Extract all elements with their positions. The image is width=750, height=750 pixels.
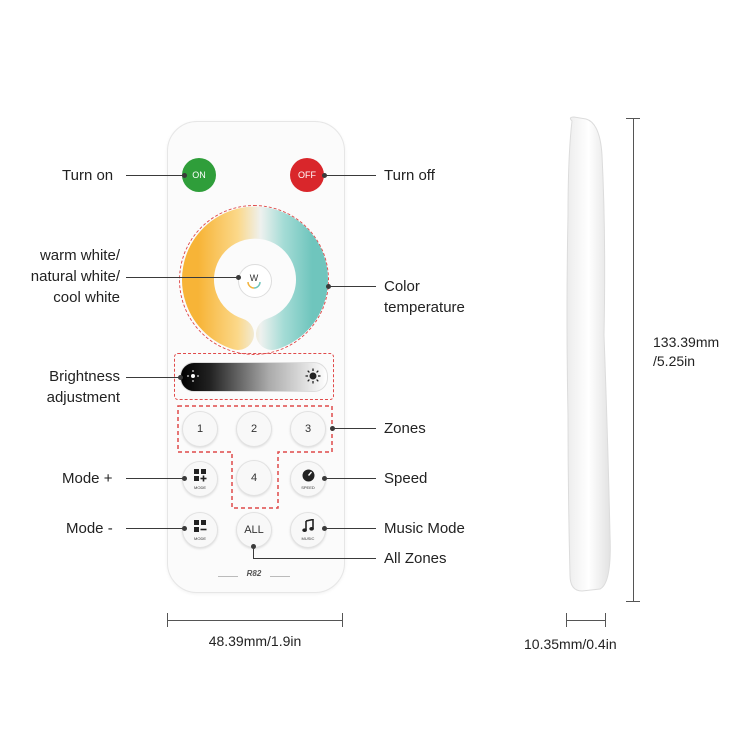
color-wheel-outline xyxy=(179,205,329,355)
tri-color-ring-icon xyxy=(247,281,261,289)
model-line-left xyxy=(218,576,238,577)
model-label: R82 xyxy=(246,569,262,578)
mode-plus-leader xyxy=(126,478,184,479)
mode-minus-icon xyxy=(194,520,207,532)
warm-leader xyxy=(126,277,238,278)
brightness-low-icon xyxy=(187,370,199,382)
mode-minus-dot xyxy=(182,526,187,531)
speed-sub: SPEED xyxy=(301,485,315,490)
zone-4-button[interactable]: 4 xyxy=(236,460,272,496)
thickness-line xyxy=(566,620,606,621)
brightness-dot xyxy=(178,375,183,380)
mode-plus-dot xyxy=(182,476,187,481)
model-line-right xyxy=(270,576,290,577)
turn-on-leader xyxy=(126,175,184,176)
color-temp-label-2: temperature xyxy=(384,299,465,316)
mode-minus-label: Mode - xyxy=(66,520,113,537)
all-zones-leader-h xyxy=(253,558,376,559)
off-button[interactable]: OFF xyxy=(290,158,324,192)
all-zones-leader-v xyxy=(253,546,254,558)
zones-outline xyxy=(177,405,333,509)
music-mode-button[interactable]: MUSIC xyxy=(290,512,326,548)
all-zones-button[interactable]: ALL xyxy=(236,512,272,548)
wheel-center-label: W xyxy=(249,273,259,283)
music-mode-label: Music Mode xyxy=(384,520,465,537)
zones-leader xyxy=(332,428,376,429)
height-line xyxy=(633,118,634,602)
on-button[interactable]: ON xyxy=(182,158,216,192)
turn-off-leader xyxy=(324,175,376,176)
brightness-leader xyxy=(126,377,180,378)
mode-minus-leader xyxy=(126,528,184,529)
brightness-outline xyxy=(174,353,334,400)
music-note-icon xyxy=(302,519,314,532)
warm-label-3: cool white xyxy=(53,289,120,306)
warm-label-1: warm white/ xyxy=(39,247,120,264)
mode-plus-button[interactable]: MODE xyxy=(182,461,218,497)
height-dimension-2: /5.25in xyxy=(653,353,696,369)
mode-plus-icon xyxy=(194,469,207,482)
warm-dot xyxy=(236,275,241,280)
brightness-label-2: adjustment xyxy=(46,389,120,406)
brightness-slider[interactable] xyxy=(180,362,328,392)
speed-label: Speed xyxy=(384,470,428,487)
speed-icon xyxy=(302,469,315,482)
mode-plus-sub: MODE xyxy=(194,485,206,490)
width-line xyxy=(167,620,343,621)
zone-3-button[interactable]: 3 xyxy=(290,411,326,447)
zone-1-button[interactable]: 1 xyxy=(182,411,218,447)
music-sub: MUSIC xyxy=(301,536,315,541)
wheel-center-button[interactable] xyxy=(238,264,272,298)
mode-minus-button[interactable]: MODE xyxy=(182,512,218,548)
music-mode-leader xyxy=(324,528,376,529)
width-dimension: 48.39mm/1.9in xyxy=(208,633,302,649)
brightness-label-1: Brightness xyxy=(49,368,120,385)
mode-plus-label: Mode + xyxy=(62,470,113,487)
warm-label-2: natural white/ xyxy=(30,268,120,285)
height-dimension-1: 133.39mm xyxy=(653,334,720,350)
speed-leader xyxy=(324,478,376,479)
turn-on-dot xyxy=(182,173,187,178)
color-temp-label-1: Color xyxy=(384,278,420,295)
brightness-high-icon xyxy=(305,368,321,384)
remote-side-view xyxy=(566,116,611,592)
thickness-dimension: 10.35mm/0.4in xyxy=(524,636,617,652)
all-zones-label: All Zones xyxy=(384,550,447,567)
color-temp-leader xyxy=(328,286,376,287)
width-tick-right xyxy=(342,613,343,627)
height-tick-bottom xyxy=(626,601,640,602)
speed-button[interactable]: SPEED xyxy=(290,461,326,497)
zone-2-button[interactable]: 2 xyxy=(236,411,272,447)
turn-on-label: Turn on xyxy=(62,167,114,184)
zones-label: Zones xyxy=(384,420,426,437)
turn-off-label: Turn off xyxy=(384,167,435,184)
color-temperature-wheel[interactable] xyxy=(180,206,330,356)
mode-minus-sub: MODE xyxy=(194,536,206,541)
thickness-tick-right xyxy=(605,613,606,627)
